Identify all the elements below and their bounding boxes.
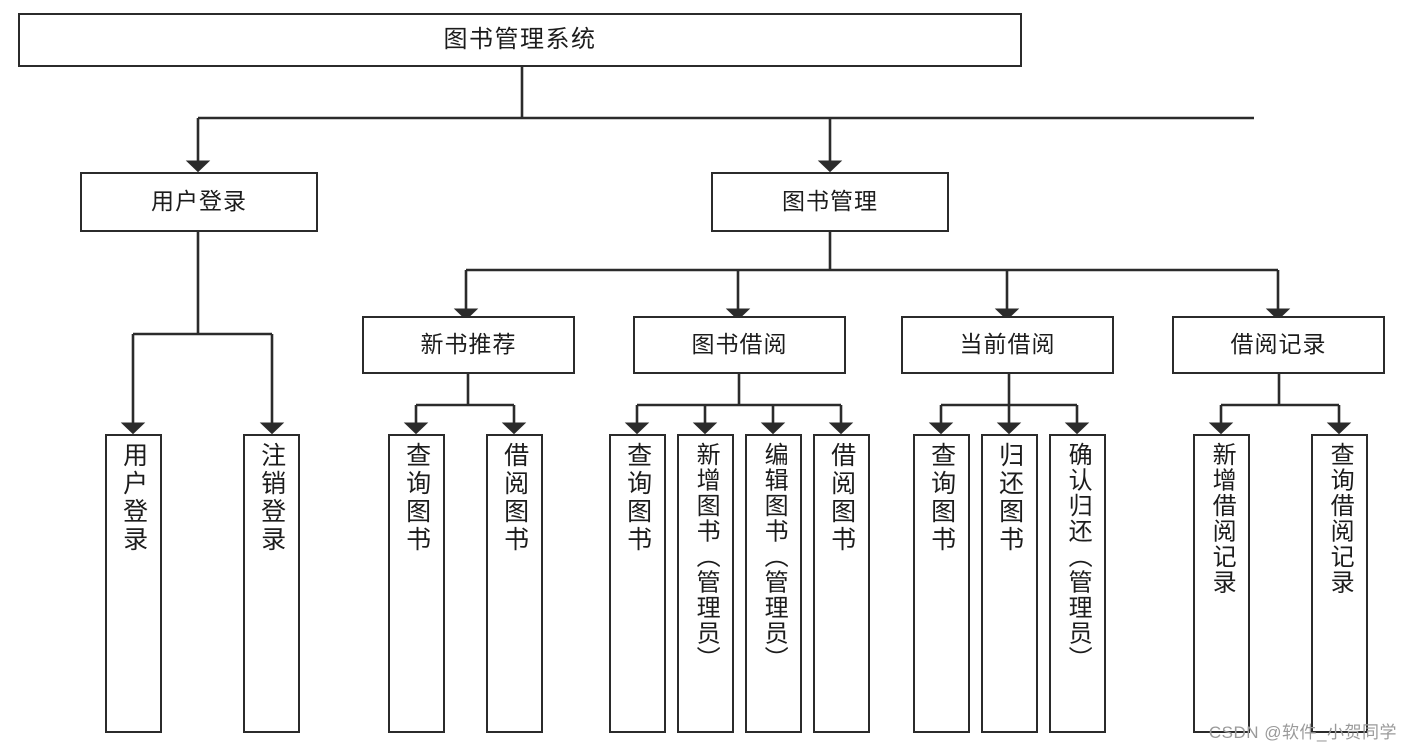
watermark: CSDN @软件_小贺同学 (1208, 723, 1397, 742)
node-leaf-confirm-return-admin[interactable]: 确认归还（管理员） (1049, 434, 1106, 733)
node-leaf-logout[interactable]: 注销登录 (243, 434, 300, 733)
node-label: 新增图书（管理员） (692, 442, 720, 672)
node-leaf-borrow-book[interactable]: 借阅图书 (813, 434, 870, 733)
node-label: 借阅图书 (827, 442, 856, 554)
node-label: 确认归还（管理员） (1064, 442, 1092, 672)
node-leaf-add-borrow-record[interactable]: 新增借阅记录 (1193, 434, 1250, 733)
node-label: 编辑图书（管理员） (760, 442, 788, 672)
node-label: 借阅记录 (1230, 331, 1327, 358)
node-label: 图书借阅 (691, 331, 788, 358)
node-leaf-edit-book-admin[interactable]: 编辑图书（管理员） (745, 434, 802, 733)
node-current-borrow[interactable]: 当前借阅 (901, 316, 1114, 374)
node-label: 查询图书 (623, 442, 652, 554)
node-root-book-management-system[interactable]: 图书管理系统 (18, 13, 1022, 67)
node-leaf-query-book-current[interactable]: 查询图书 (913, 434, 970, 733)
node-label: 图书管理 (782, 188, 878, 215)
node-leaf-borrow-book-recommend[interactable]: 借阅图书 (486, 434, 543, 733)
node-label: 当前借阅 (959, 331, 1056, 358)
node-label: 查询图书 (927, 442, 956, 554)
node-label: 新增借阅记录 (1208, 442, 1236, 595)
node-user-login[interactable]: 用户登录 (80, 172, 318, 232)
node-label: 用户登录 (151, 188, 247, 215)
node-book-management[interactable]: 图书管理 (711, 172, 949, 232)
node-leaf-return-book[interactable]: 归还图书 (981, 434, 1038, 733)
node-leaf-add-book-admin[interactable]: 新增图书（管理员） (677, 434, 734, 733)
node-label: 用户登录 (119, 442, 148, 554)
node-label: 借阅图书 (500, 442, 529, 554)
node-leaf-query-book-borrow[interactable]: 查询图书 (609, 434, 666, 733)
node-leaf-query-borrow-record[interactable]: 查询借阅记录 (1311, 434, 1368, 733)
node-label: 新书推荐 (420, 331, 517, 358)
node-leaf-query-book-recommend[interactable]: 查询图书 (388, 434, 445, 733)
node-leaf-user-login[interactable]: 用户登录 (105, 434, 162, 733)
node-borrow-record[interactable]: 借阅记录 (1172, 316, 1385, 374)
node-label: 注销登录 (257, 442, 286, 554)
node-label: 归还图书 (995, 442, 1024, 554)
node-label: 图书管理系统 (443, 25, 597, 53)
node-book-borrow[interactable]: 图书借阅 (633, 316, 846, 374)
node-label: 查询借阅记录 (1326, 442, 1354, 595)
node-label: 查询图书 (402, 442, 431, 554)
node-new-book-recommend[interactable]: 新书推荐 (362, 316, 575, 374)
